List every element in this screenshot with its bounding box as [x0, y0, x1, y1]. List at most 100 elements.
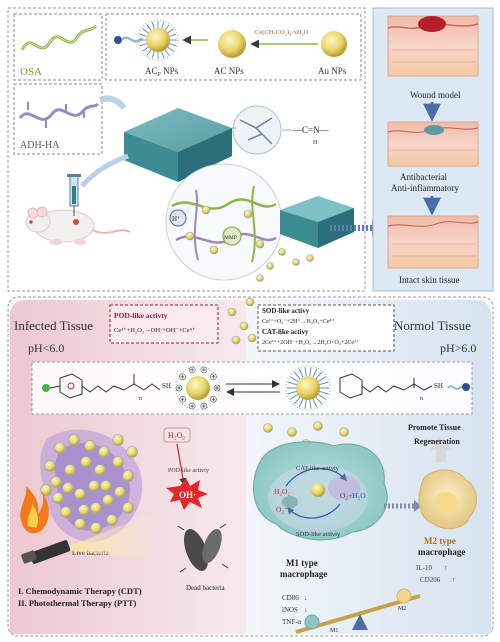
therapy-ptt: II. Photothermal Therapy (PTT) — [18, 598, 137, 608]
antibacterial-label: Antibacterial — [400, 172, 447, 182]
adh-ha-box — [13, 83, 103, 155]
hydrogel-block — [124, 108, 232, 182]
nanoparticle-icon — [209, 245, 219, 255]
nanoparticle-icon — [78, 504, 90, 516]
ligand-spike — [298, 398, 304, 408]
plus-sign-icon — [211, 397, 216, 401]
mmp-label: MMP — [224, 235, 237, 241]
ligand-spike — [142, 28, 149, 34]
laser-icon — [21, 510, 160, 564]
ligand-spike — [139, 33, 147, 37]
bacteria-cluster — [40, 429, 143, 543]
promote-arrow — [430, 436, 452, 462]
ce-reagent-label: Ce(CH₃CO₂)₃·xH₂O — [255, 29, 309, 36]
pod-activity-title: POD-like activty — [114, 311, 168, 320]
cat-cycle-arrow — [285, 467, 347, 487]
pod-activity-box — [109, 304, 219, 344]
cd206-label: CD206 — [420, 576, 441, 584]
nanoparticle-icon — [52, 492, 64, 504]
wound-skin-2 — [387, 121, 479, 167]
ligand-spike — [309, 399, 312, 409]
equilibrium-arrow — [226, 380, 280, 396]
nanoparticle-icon — [287, 427, 297, 437]
cell-np-icon — [311, 483, 325, 497]
nanoparticle-icon — [245, 297, 255, 307]
ligand-spike — [164, 49, 170, 56]
nanoparticle-icon — [243, 209, 253, 219]
ac-nps-label: AC NPs — [214, 66, 244, 76]
pod-activity-eq: Ce³⁺+H₂O₂→OH·+OH⁻+Ce⁴⁺ — [114, 327, 196, 334]
wound-model-label: Wound model — [410, 90, 461, 100]
sh-left: SH — [162, 382, 171, 390]
cell-o2-h2o-label: O₂+H₂O — [340, 491, 366, 500]
nanoparticle-icon — [122, 470, 134, 482]
sh-right: SH — [434, 382, 443, 390]
h-plus-icon — [169, 209, 187, 227]
wound-skin-3 — [387, 215, 479, 269]
nanoparticle-icon — [40, 484, 52, 496]
nanoparticle-icon — [185, 231, 195, 241]
ligand-strip — [31, 361, 473, 415]
m2-macrophage-cell — [418, 469, 477, 530]
promote-label: Promote Tissue — [408, 423, 461, 432]
injection-arrow — [80, 153, 129, 188]
ligand-spike — [161, 51, 165, 59]
sod-cycle-arrow — [287, 503, 341, 519]
nanoparticle-icon — [74, 518, 86, 530]
inos-label: iNOS — [282, 606, 298, 614]
ligand-spike — [317, 376, 326, 382]
gel-block-small — [280, 196, 354, 248]
nanoparticle-icon — [126, 446, 138, 458]
m1-title-2: macrophage — [280, 569, 327, 579]
m2-seesaw-label: M2 — [398, 606, 406, 612]
inos-down: ↓ — [304, 606, 308, 614]
nanoparticle-icon — [94, 464, 106, 476]
nanoparticle-icon — [306, 254, 314, 262]
acp-nps-label: ACP NPs — [145, 66, 179, 78]
ac-np-icon — [218, 30, 246, 58]
nanoparticle-icon — [112, 456, 124, 468]
nanoparticle-icon — [227, 307, 237, 317]
cell-o2-radical-label: O₂⁻ — [276, 505, 288, 514]
nanoparticle-icon — [102, 494, 114, 506]
ligand-spike — [139, 43, 147, 47]
sod-cat-box — [257, 304, 395, 352]
intact-skin-label: Intact skin tissue — [399, 275, 460, 285]
nanoparticle-icon — [112, 434, 124, 446]
nanoparticle-icon — [68, 434, 80, 446]
nanoparticle-icon — [100, 480, 112, 492]
ligand-spike — [161, 21, 165, 29]
seesaw — [295, 588, 421, 634]
ligand-head-icon — [114, 36, 122, 44]
ligand-spike — [164, 24, 170, 31]
nanoparticle-icon — [201, 205, 211, 215]
nanoparticle-icon — [239, 321, 249, 331]
ligand-spike — [312, 368, 318, 378]
ligand-spike — [304, 367, 307, 377]
flame-icon — [20, 486, 49, 534]
ligand-spike — [169, 43, 177, 47]
ligand-spike — [317, 394, 326, 400]
ligand-spike — [293, 371, 301, 380]
ligand-spike — [287, 390, 297, 395]
sod-like-label: SOD-like activiy — [296, 531, 341, 538]
osa-box — [13, 13, 103, 81]
nanoparticle-icon — [60, 506, 72, 518]
ligand-spike — [167, 46, 174, 52]
plus-sign-icon — [202, 368, 206, 372]
cell-h2o2-label: H₂O₂ — [274, 487, 290, 496]
anti-inflammatory-label: Anti-inflammatory — [391, 183, 459, 193]
nanoparticle-icon — [231, 335, 241, 345]
ligand-spike — [298, 368, 304, 378]
cd86-label: CD86 — [282, 594, 299, 602]
plus-sign-icon — [177, 386, 181, 390]
oh-burst: OH· — [166, 478, 208, 510]
ligand-spike — [290, 394, 299, 400]
dead-bacteria — [177, 523, 229, 573]
polarization-arrow — [384, 500, 422, 512]
nanoparticle-icon — [84, 440, 96, 452]
ligand-spike — [142, 46, 149, 52]
nanoparticle-icon — [256, 274, 264, 282]
m1-seesaw-label: M1 — [330, 628, 338, 634]
